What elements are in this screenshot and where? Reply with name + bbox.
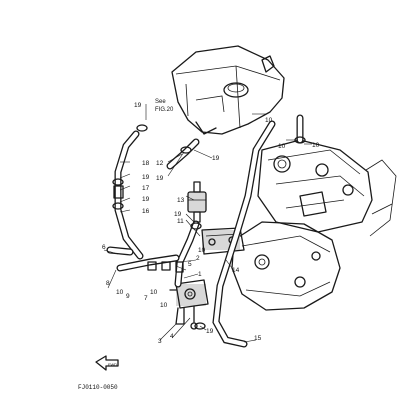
callout-19: 19: [142, 174, 150, 181]
fuel-filter: [187, 181, 207, 223]
callout-19: 19: [174, 211, 182, 218]
callout-16: 16: [142, 208, 150, 215]
callout-1: 1: [198, 271, 202, 278]
callout-10: 10: [116, 289, 124, 296]
callout-4: 4: [170, 333, 174, 340]
callout-3: 3: [158, 338, 162, 345]
callout-19: 19: [142, 196, 150, 203]
callout-18: 18: [142, 160, 150, 167]
callout-15: 15: [254, 335, 262, 342]
callout-8: 8: [106, 280, 110, 287]
callout-7: 7: [144, 295, 148, 302]
callout-13: 13: [177, 197, 185, 204]
front-direction-marker: FWD: [95, 355, 119, 371]
callout-10: 10: [150, 289, 158, 296]
callout-10: 10: [160, 302, 168, 309]
callout-2: 2: [196, 255, 200, 262]
callout-10: 10: [198, 247, 206, 254]
hose-clips: [112, 124, 306, 330]
callout-12: 12: [156, 160, 164, 167]
see-note-line2: FIG.20: [155, 107, 174, 113]
callout-11: 11: [177, 218, 184, 225]
fuel-cock-valve: [169, 279, 209, 330]
callout-6: 6: [102, 244, 106, 251]
callout-14: 14: [232, 267, 240, 274]
callout-9: 9: [126, 293, 130, 300]
fuel-hoses: [106, 114, 304, 348]
callout-19: 19: [206, 328, 214, 335]
callout-10: 10: [312, 142, 320, 149]
callout-labels: 19 See FIG.20 18 19 17 19 16 12 19 13 19…: [102, 99, 320, 345]
callout-19: 19: [212, 155, 220, 162]
leader-lines: [103, 104, 312, 343]
see-note-line1: See: [155, 99, 166, 105]
flywheel-cover: [231, 221, 341, 311]
front-marker-label: FWD: [108, 362, 117, 367]
callout-10: 10: [265, 117, 273, 124]
callout-17: 17: [142, 185, 150, 192]
engine-block: [257, 139, 397, 237]
figure-code: FJ0110-0050: [78, 384, 118, 391]
fuel-tank: [171, 45, 285, 135]
callout-5: 5: [188, 261, 192, 268]
callout-19: 19: [134, 102, 142, 109]
callout-19: 19: [156, 175, 164, 182]
callout-10: 10: [278, 143, 286, 150]
